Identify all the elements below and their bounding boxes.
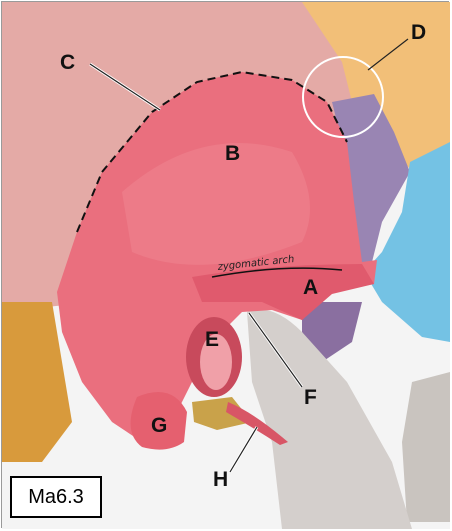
figure-id-badge: Ma6.3: [10, 476, 102, 518]
label-e: E: [205, 328, 219, 351]
label-f: F: [304, 386, 317, 409]
label-a: A: [303, 276, 318, 299]
meatus-inner: [200, 334, 232, 390]
mandible-condyle: [247, 309, 412, 529]
label-d: D: [411, 21, 426, 44]
leader-c: [89, 63, 161, 111]
leader-h: [229, 426, 258, 473]
mastoid-background: [192, 397, 252, 430]
zygomatic-bone: [364, 142, 450, 342]
leader-d: [367, 38, 409, 71]
styloid-process: [226, 402, 288, 445]
squamous-suture: [76, 70, 348, 233]
label-b: B: [225, 142, 240, 165]
annotation-underline: [211, 267, 343, 278]
pterion-circle: [302, 56, 384, 138]
zygomatic-process: [192, 264, 374, 320]
pterygoid-region: [302, 302, 362, 362]
occipital-bone: [2, 302, 72, 462]
label-h: H: [213, 468, 228, 491]
label-g: G: [151, 414, 167, 437]
leader-f: [248, 312, 303, 388]
squamous-highlight: [122, 143, 310, 265]
label-c: C: [60, 51, 75, 74]
teeth-region: [402, 372, 450, 522]
mastoid-process: [130, 392, 187, 450]
